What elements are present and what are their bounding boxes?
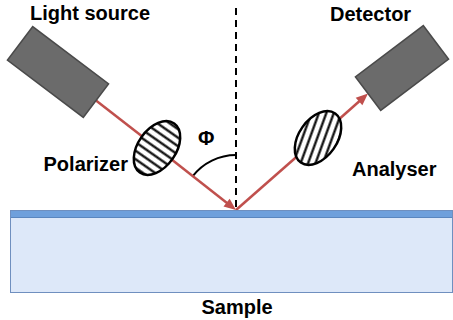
part-label: Polarizer — [44, 153, 128, 175]
part-label: Light source — [30, 2, 150, 24]
detector-shape — [355, 25, 449, 111]
arrowhead — [223, 199, 236, 210]
angle-arc — [193, 155, 236, 176]
light-beam — [96, 101, 142, 137]
light-beam — [340, 94, 368, 119]
light-beam — [172, 160, 236, 210]
analyser-lines — [285, 103, 351, 174]
part-label: Sample — [201, 296, 272, 318]
angle-symbol: Φ — [198, 127, 214, 149]
beam-line — [340, 99, 362, 118]
analyser-shape — [286, 106, 350, 170]
light-beam — [236, 157, 296, 210]
beam-line — [172, 160, 229, 205]
analyser: Analyser — [286, 106, 350, 170]
light-source: Light source — [7, 27, 109, 118]
polarizer-disc — [124, 113, 190, 184]
sample: Sample — [10, 210, 453, 293]
analyser-disc — [285, 103, 351, 174]
part-label: Analyser — [352, 158, 437, 180]
detector-body — [355, 26, 448, 111]
sample-surface-layer — [11, 211, 452, 218]
part-label: Detector — [330, 3, 411, 25]
beam-line — [96, 101, 142, 137]
detector: Detector — [355, 25, 449, 111]
arrowhead — [356, 94, 368, 106]
polarizer-lines — [124, 113, 190, 184]
light-source-shape — [7, 27, 109, 118]
beam-line — [236, 157, 296, 210]
polarizer: Polarizer — [125, 116, 189, 180]
light-source-body — [7, 27, 108, 118]
polarizer-shape — [125, 116, 189, 180]
normal-line — [235, 8, 237, 210]
